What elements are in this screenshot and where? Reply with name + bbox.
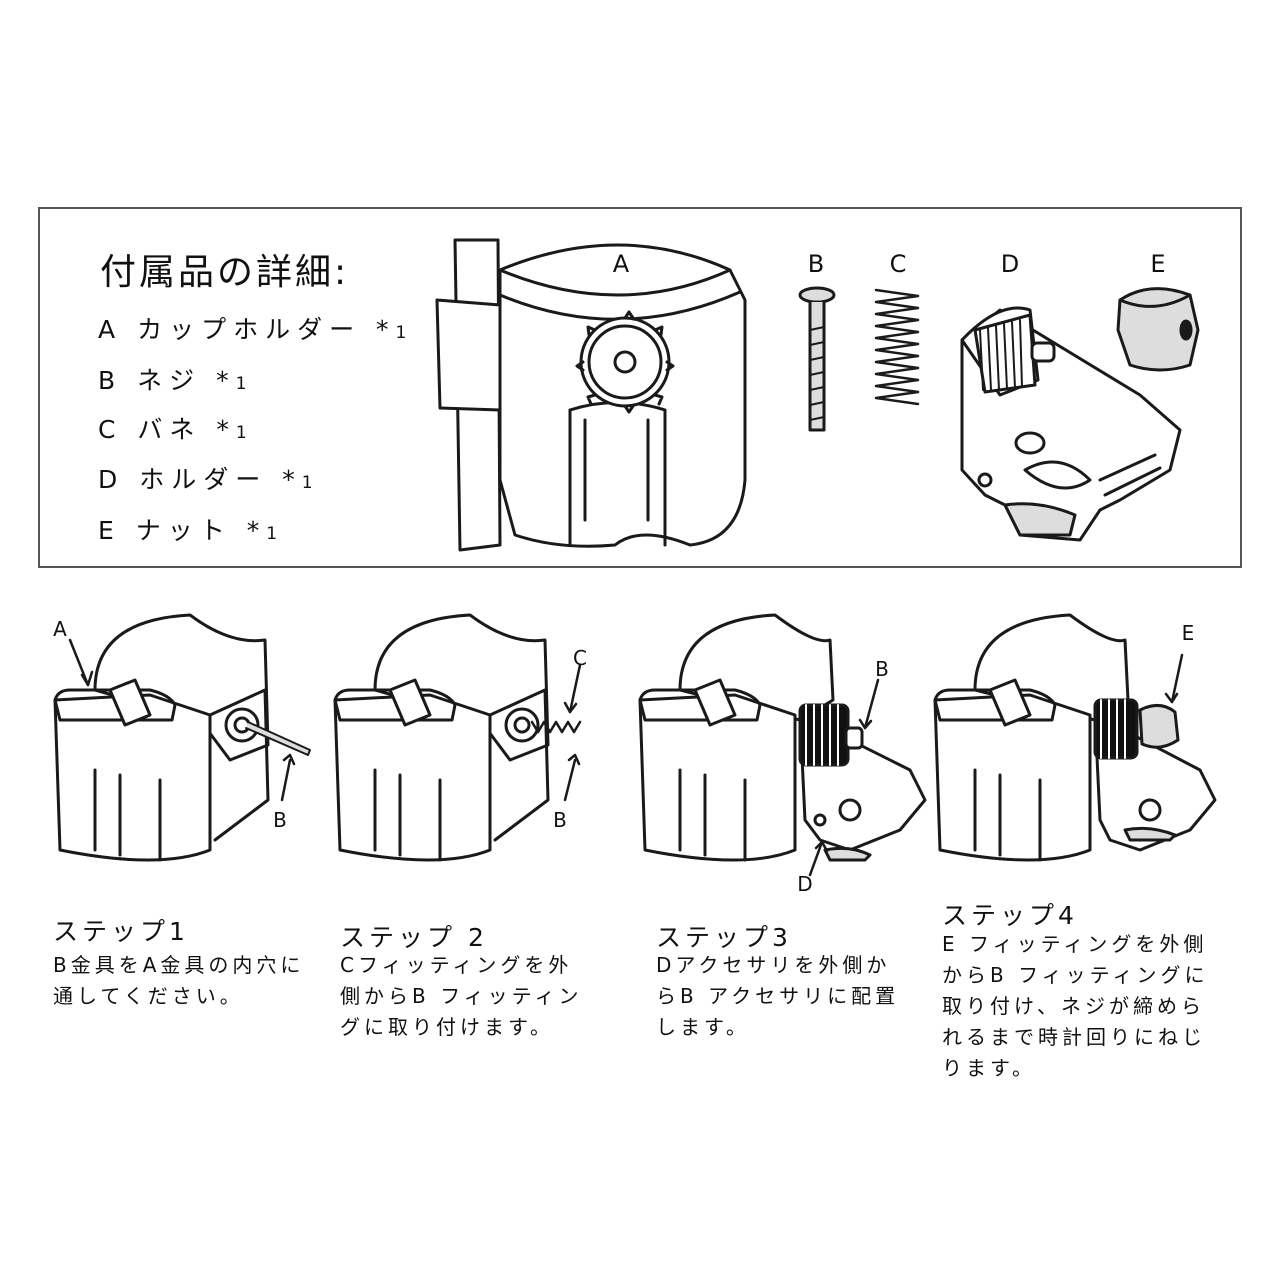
cup-holder-illustration [435, 238, 747, 552]
step-4-description: E フィッティングを外側からB フィッティングに取り付け、ネジが締められるまで時… [942, 932, 1209, 1080]
step-3-label-d: D [797, 872, 813, 896]
part-qty-mark: * [216, 366, 236, 395]
step-2-label-c: C [573, 646, 587, 670]
illustration-label-d: D [1000, 250, 1020, 278]
step-2-title: ステップ 2 [340, 923, 488, 952]
part-name: カップホルダー [137, 315, 362, 344]
step-1-description: B金具をA金具の内穴に通してください。 [53, 953, 305, 1008]
step-3-illustration [638, 613, 927, 877]
part-row-c: C バネ *1 [98, 410, 247, 446]
step-3-description: Dアクセサリを外側からB アクセサリに配置します。 [656, 953, 900, 1039]
screw-illustration [798, 286, 836, 432]
illustration-label-a: A [612, 250, 630, 278]
part-name: バネ [137, 415, 202, 444]
part-qty: 1 [235, 374, 247, 394]
part-letter: C [98, 415, 123, 444]
part-letter: B [98, 366, 123, 395]
step-1-title: ステップ1 [53, 917, 189, 946]
step-4-title: ステップ4 [942, 901, 1078, 930]
step-1-label-a: A [53, 617, 67, 641]
part-qty: 1 [301, 473, 313, 493]
step-2-illustration [333, 613, 582, 862]
part-qty-mark: * [282, 465, 302, 494]
step-2-label-b: B [553, 808, 567, 832]
part-letter: D [98, 465, 125, 494]
illustration-label-c: C [889, 250, 907, 278]
step-2-description: Cフィッティングを外側からB フィッティングに取り付けます。 [340, 953, 583, 1039]
illustration-label-b: B [807, 250, 825, 278]
part-letter: A [98, 315, 123, 344]
step-4-illustration [933, 613, 1217, 862]
step-4-label-e: E [1181, 621, 1195, 645]
part-row-d: D ホルダー *1 [98, 460, 313, 496]
part-qty: 1 [235, 423, 247, 443]
part-qty: 1 [266, 524, 278, 544]
nut-illustration [1116, 287, 1200, 372]
part-qty: 1 [395, 323, 407, 343]
step-1-label-b: B [273, 808, 287, 832]
part-qty-mark: * [216, 415, 236, 444]
part-row-e: E ナット *1 [98, 511, 277, 547]
spring-illustration [874, 288, 920, 406]
step-3-title: ステップ3 [656, 923, 792, 952]
part-name: ナット [135, 516, 232, 545]
part-qty-mark: * [246, 516, 267, 545]
part-name: ホルダー [139, 465, 268, 494]
parts-panel-title: 付属品の詳細: [100, 252, 350, 293]
part-letter: E [98, 516, 121, 545]
part-qty-mark: * [376, 315, 396, 344]
step-3-label-b: B [875, 657, 889, 681]
illustration-label-e: E [1150, 250, 1166, 278]
holder-clamp-illustration [960, 306, 1182, 542]
step-1-illustration [53, 613, 311, 862]
part-row-a: A カップホルダー *1 [98, 310, 406, 346]
parts-panel [38, 207, 1242, 568]
part-row-b: B ネジ *1 [98, 361, 246, 397]
part-name: ネジ [137, 366, 202, 395]
